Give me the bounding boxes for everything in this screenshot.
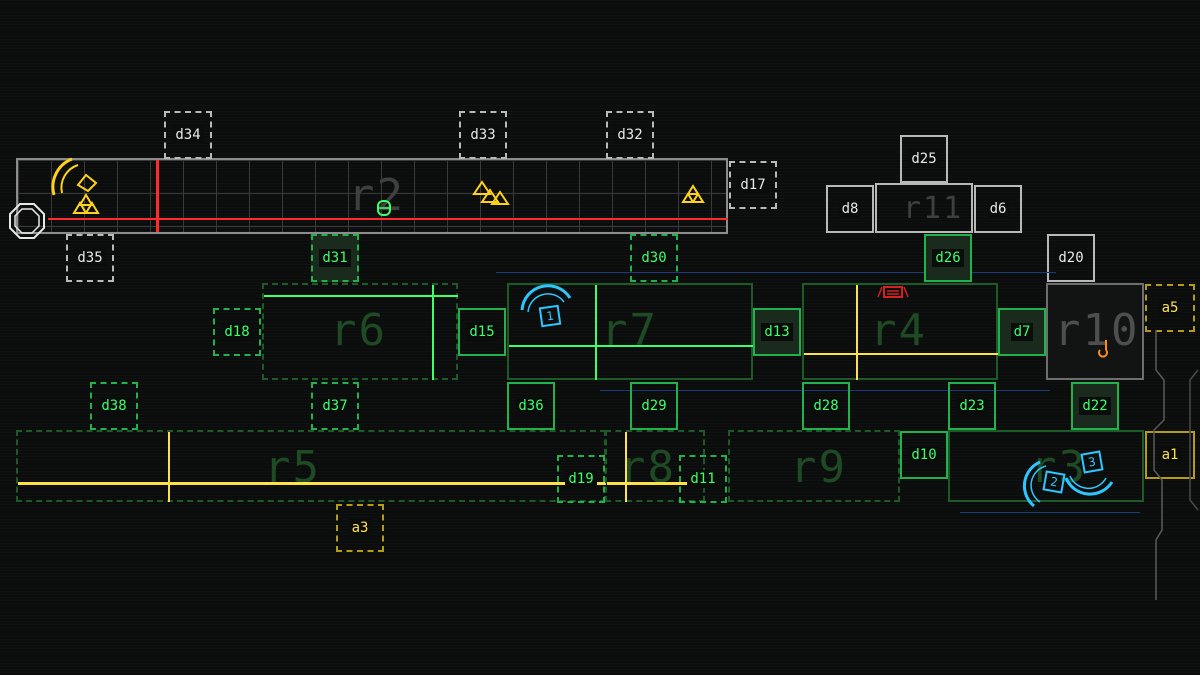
room-label-r2: r2 — [348, 170, 405, 221]
sentry-icon — [376, 199, 392, 217]
hull-outline — [960, 512, 1140, 513]
door-d28[interactable]: d28 — [802, 382, 850, 430]
radiation-icon — [50, 155, 106, 215]
door-d6[interactable]: d6 — [974, 185, 1022, 233]
door-d15[interactable]: d15 — [458, 308, 506, 356]
room-r3[interactable]: r3 — [948, 430, 1144, 502]
interface-terminal-icon[interactable] — [876, 283, 910, 301]
door-d29[interactable]: d29 — [630, 382, 678, 430]
room-r7[interactable]: r7 — [507, 283, 753, 380]
door-d11[interactable]: d11 — [679, 455, 727, 503]
room-r11[interactable]: r11 — [875, 183, 973, 233]
door-d30[interactable]: d30 — [630, 234, 678, 282]
drone-3[interactable]: 3 — [1060, 448, 1116, 496]
door-d35[interactable]: d35 — [66, 234, 114, 282]
room-label-r4: r4 — [870, 305, 927, 356]
room-label-r6: r6 — [330, 305, 387, 356]
room-r4[interactable]: r4 — [802, 283, 998, 380]
door-d26[interactable]: d26 — [924, 234, 972, 282]
power-line-yellow — [168, 432, 170, 502]
door-d8[interactable]: d8 — [826, 185, 874, 233]
airlock-a1[interactable]: a1 — [1145, 431, 1195, 479]
door-d37[interactable]: d37 — [311, 382, 359, 430]
power-line-yellow — [607, 482, 705, 485]
hull-outline — [600, 390, 1050, 391]
drone-3-badge: 3 — [1080, 450, 1104, 474]
room-r8[interactable]: r8 — [605, 430, 705, 502]
room-label-r11: r11 — [903, 191, 964, 226]
power-line-yellow — [856, 285, 858, 380]
room-label-r9: r9 — [790, 442, 847, 493]
door-d33[interactable]: d33 — [459, 111, 507, 159]
door-d25[interactable]: d25 — [900, 135, 948, 183]
door-d10[interactable]: d10 — [900, 431, 948, 479]
room-r10[interactable]: r10 — [1046, 283, 1144, 380]
room-r6[interactable]: r6 — [262, 283, 458, 380]
door-d17[interactable]: d17 — [729, 161, 777, 209]
alert-line-horizontal — [48, 218, 728, 220]
door-d34[interactable]: d34 — [164, 111, 212, 159]
hull-outline — [496, 272, 1056, 273]
power-line — [509, 345, 753, 347]
room-r2[interactable]: r2 — [16, 158, 728, 234]
airlock-a3[interactable]: a3 — [336, 504, 384, 552]
power-line-yellow — [625, 432, 627, 502]
door-d32[interactable]: d32 — [606, 111, 654, 159]
hull-pipe — [1153, 330, 1199, 600]
door-d36[interactable]: d36 — [507, 382, 555, 430]
door-d13[interactable]: d13 — [753, 308, 801, 356]
room-label-r3: r3 — [1030, 442, 1087, 493]
power-line — [432, 285, 434, 380]
door-d31[interactable]: d31 — [311, 234, 359, 282]
door-d23[interactable]: d23 — [948, 382, 996, 430]
drone-1-badge: 1 — [538, 304, 562, 328]
door-d18[interactable]: d18 — [213, 308, 261, 356]
hull-breach-icon — [680, 184, 706, 206]
room-r9[interactable]: r9 — [728, 430, 900, 502]
door-d19[interactable]: d19 — [557, 455, 605, 503]
hull-breach-icon — [470, 180, 514, 210]
power-line — [264, 295, 458, 297]
airlock-a5[interactable]: a5 — [1145, 284, 1195, 332]
room-r5[interactable]: r5 — [16, 430, 606, 502]
door-d38[interactable]: d38 — [90, 382, 138, 430]
drone-2[interactable]: 2 — [1020, 458, 1070, 510]
room-label-r10: r10 — [1054, 305, 1140, 356]
alert-line-vertical — [156, 160, 159, 232]
door-d7[interactable]: d7 — [998, 308, 1046, 356]
drone-1[interactable]: 1 — [518, 284, 574, 328]
door-d22[interactable]: d22 — [1071, 382, 1119, 430]
player-position-icon[interactable] — [8, 202, 46, 240]
power-line-yellow — [18, 482, 606, 485]
power-line-yellow — [804, 353, 998, 355]
interface-hook-icon[interactable] — [1098, 338, 1114, 358]
power-line — [595, 285, 597, 380]
door-d20[interactable]: d20 — [1047, 234, 1095, 282]
